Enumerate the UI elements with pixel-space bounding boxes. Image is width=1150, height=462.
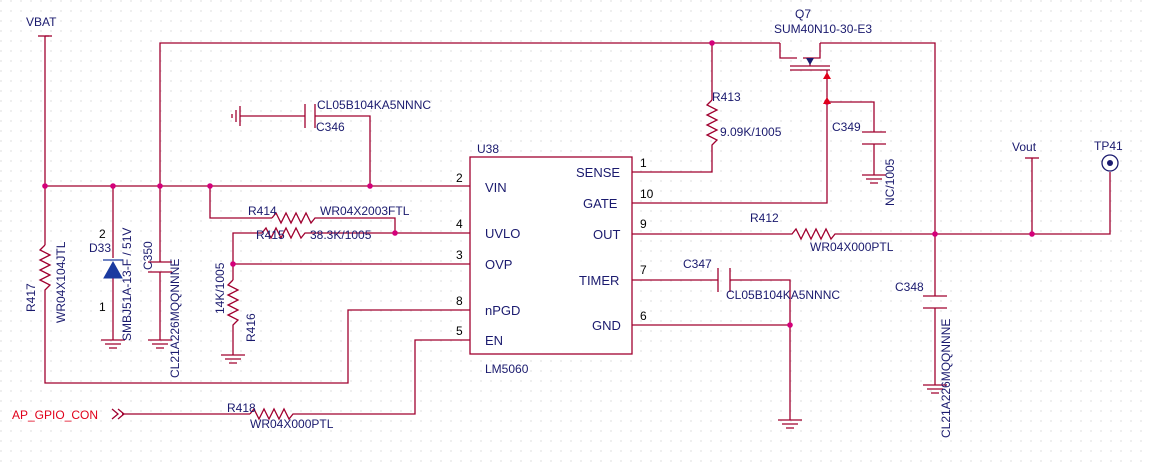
c347-value: CL05B104KA5NNNC bbox=[726, 288, 840, 302]
testpoint: TP41 bbox=[1094, 139, 1123, 172]
c350-refdes: C350 bbox=[141, 241, 155, 270]
c348-value: CL21A226MQQNNNE bbox=[939, 319, 953, 438]
q7-refdes: Q7 bbox=[795, 7, 811, 21]
c350-value: CL21A226MQQNNNE bbox=[168, 259, 182, 378]
q7-part: SUM40N10-30-E3 bbox=[774, 22, 872, 36]
c347-refdes: C347 bbox=[683, 257, 712, 271]
capacitor-c347[interactable]: C347 CL05B104KA5NNNC bbox=[683, 257, 840, 429]
r412-refdes: R412 bbox=[750, 211, 779, 225]
pin-num: 3 bbox=[456, 248, 463, 262]
resistor-r417[interactable]: R417 WR04X104JTL bbox=[24, 241, 68, 323]
pin-name: GND bbox=[592, 318, 621, 333]
r417-refdes: R417 bbox=[24, 283, 38, 312]
pin-name: OUT bbox=[593, 227, 621, 242]
r416-value: 14K/1005 bbox=[213, 262, 227, 314]
pin-num: 8 bbox=[456, 294, 463, 308]
pin-name: GATE bbox=[583, 196, 618, 211]
pin-num: 1 bbox=[640, 156, 647, 170]
r417-value: WR04X104JTL bbox=[54, 241, 68, 323]
capacitor-c348[interactable]: C348 CL21A226MQQNNNE bbox=[895, 280, 953, 438]
ap-gpio-label: AP_GPIO_CON bbox=[12, 408, 98, 422]
pin-name: OVP bbox=[485, 257, 512, 272]
pin-name: SENSE bbox=[576, 165, 620, 180]
c348-refdes: C348 bbox=[895, 280, 924, 294]
pin-num: 4 bbox=[456, 217, 463, 231]
pin-name: nPGD bbox=[485, 303, 520, 318]
resistor-r418[interactable]: R418 WR04X000PTL bbox=[227, 401, 334, 431]
pin-num: 2 bbox=[456, 171, 463, 185]
vbat-net: VBAT bbox=[26, 15, 57, 37]
r418-value: WR04X000PTL bbox=[250, 417, 334, 431]
pin-num: 5 bbox=[456, 324, 463, 338]
pin-name: VIN bbox=[485, 180, 507, 195]
resistor-r413[interactable]: R413 9.09K/1005 bbox=[705, 90, 782, 150]
r412-value: WR04X000PTL bbox=[810, 240, 894, 254]
mosfet-q7[interactable]: Q7 SUM40N10-30-E3 bbox=[774, 7, 872, 104]
pin-name: TIMER bbox=[579, 273, 619, 288]
r414-value: WR04X2003FTL bbox=[320, 204, 410, 218]
r415-refdes: R415 bbox=[256, 228, 285, 242]
resistor-r415[interactable]: R415 38.3K/1005 bbox=[256, 226, 372, 242]
ic-refdes: U38 bbox=[477, 142, 499, 156]
c349-refdes: C349 bbox=[832, 120, 861, 134]
resistor-r416[interactable]: 14K/1005 R416 bbox=[213, 262, 258, 364]
r418-refdes: R418 bbox=[227, 401, 256, 415]
diode-d33[interactable]: D33 2 1 SMBJ51A-13-F / 51V bbox=[89, 227, 134, 349]
capacitor-c346[interactable]: CL05B104KA5NNNC C346 bbox=[231, 98, 431, 134]
capacitor-c350[interactable]: C350 CL21A226MQQNNNE bbox=[141, 241, 182, 378]
pin-num: 6 bbox=[640, 309, 647, 323]
vout-net: Vout bbox=[1012, 140, 1039, 159]
ic-part: LM5060 bbox=[485, 362, 529, 376]
wires bbox=[44, 35, 1111, 420]
vout-label: Vout bbox=[1012, 140, 1037, 154]
r413-value: 9.09K/1005 bbox=[720, 125, 782, 139]
r415-value: 38.3K/1005 bbox=[310, 228, 372, 242]
c349-value: NC/1005 bbox=[883, 158, 897, 206]
pin-name: EN bbox=[485, 333, 503, 348]
d33-pin-a: 2 bbox=[99, 227, 106, 241]
d33-value: SMBJ51A-13-F / 51V bbox=[120, 228, 134, 341]
pin-num: 10 bbox=[640, 187, 654, 201]
capacitor-c349[interactable]: C349 NC/1005 bbox=[832, 120, 897, 206]
ic-u38[interactable]: U38 LM5060 2 VIN 4 UVLO 3 OVP 8 nPGD 5 E… bbox=[456, 142, 654, 376]
r416-refdes: R416 bbox=[244, 313, 258, 342]
pin-num: 7 bbox=[640, 263, 647, 277]
c346-refdes: C346 bbox=[316, 120, 345, 134]
d33-pin-k: 1 bbox=[99, 300, 106, 314]
pin-num: 9 bbox=[640, 217, 647, 231]
resistor-r412[interactable]: R412 WR04X000PTL bbox=[750, 211, 894, 254]
c346-value: CL05B104KA5NNNC bbox=[317, 98, 431, 112]
r413-refdes: R413 bbox=[712, 90, 741, 104]
d33-refdes: D33 bbox=[89, 241, 111, 255]
resistor-r414[interactable]: R414 WR04X2003FTL bbox=[248, 204, 410, 225]
ap-gpio-port[interactable]: AP_GPIO_CON bbox=[12, 408, 126, 422]
pin-name: UVLO bbox=[485, 226, 520, 241]
vbat-label: VBAT bbox=[26, 15, 57, 29]
tp-label: TP41 bbox=[1094, 139, 1123, 153]
r414-refdes: R414 bbox=[248, 204, 277, 218]
